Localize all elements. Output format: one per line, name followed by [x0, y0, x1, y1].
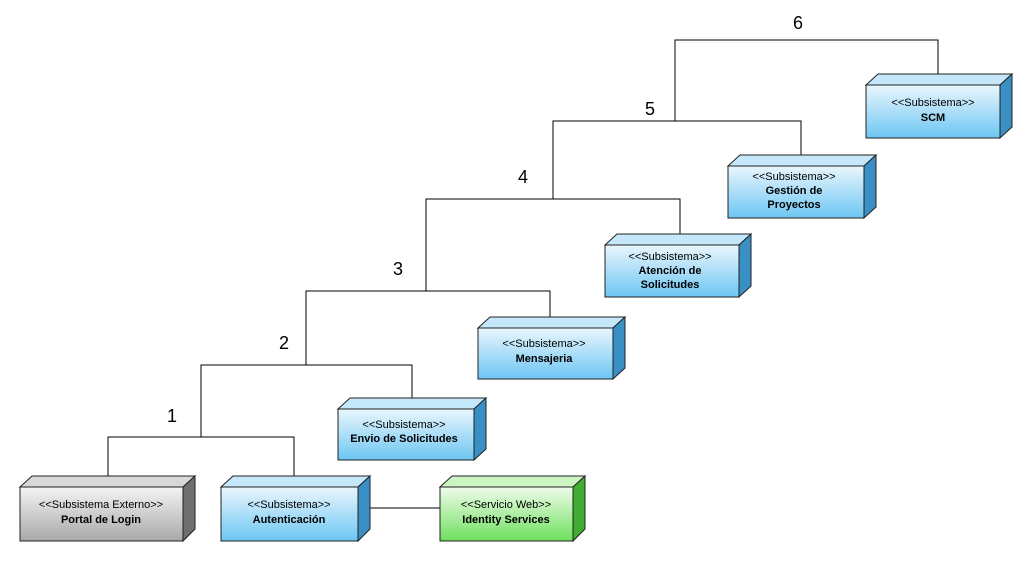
- connector-level-6: [674, 39, 939, 74]
- node-title: Identity Services: [462, 514, 549, 526]
- node-stereotype: <<Subsistema>>: [362, 419, 445, 431]
- node-stereotype: <<Subsistema>>: [628, 251, 711, 263]
- node-title: Envio de Solicitudes: [350, 433, 458, 445]
- level-label-1: 1: [167, 406, 177, 426]
- node-stereotype: <<Subsistema>>: [752, 171, 835, 183]
- node-atencion-solicitudes[interactable]: <<Subsistema>> Atención de Solicitudes: [603, 232, 753, 299]
- level-label-5: 5: [645, 99, 655, 119]
- node-title: Autenticación: [253, 514, 326, 526]
- level-label-6: 6: [793, 13, 803, 33]
- level-label-3: 3: [393, 259, 403, 279]
- node-mensajeria[interactable]: <<Subsistema>> Mensajeria: [476, 315, 627, 381]
- node-title-line-2: Proyectos: [767, 199, 820, 211]
- level-label-2: 2: [279, 333, 289, 353]
- node-title-line-1: Atención de: [639, 265, 702, 277]
- node-autenticacion[interactable]: <<Subsistema>> Autenticación: [219, 474, 372, 543]
- node-title: Mensajeria: [516, 353, 574, 365]
- node-gestion-proyectos[interactable]: <<Subsistema>> Gestión de Proyectos: [726, 153, 878, 220]
- node-portal-login[interactable]: <<Subsistema Externo>> Portal de Login: [18, 474, 197, 543]
- connector-level-3: [305, 250, 551, 320]
- node-title-line-1: Gestión de: [766, 185, 823, 197]
- level-label-4: 4: [518, 167, 528, 187]
- connector-level-2: [200, 320, 413, 401]
- node-stereotype: <<Subsistema Externo>>: [39, 499, 163, 511]
- node-stereotype: <<Subsistema>>: [502, 338, 585, 350]
- node-stereotype: <<Subsistema>>: [247, 499, 330, 511]
- node-identity-services[interactable]: <<Servicio Web>> Identity Services: [438, 474, 587, 543]
- connector-level-5: [552, 60, 802, 155]
- level-labels: 1 2 3 4 5 6: [167, 13, 803, 426]
- node-envio-solicitudes[interactable]: <<Subsistema>> Envio de Solicitudes: [336, 396, 488, 462]
- node-stereotype: <<Subsistema>>: [891, 97, 974, 109]
- node-title: Portal de Login: [61, 514, 141, 526]
- connectors: [107, 39, 939, 509]
- node-scm[interactable]: <<Subsistema>> SCM: [864, 72, 1014, 140]
- nodes: <<Subsistema Externo>> Portal de Login <…: [18, 72, 1014, 543]
- node-stereotype: <<Servicio Web>>: [461, 499, 551, 511]
- connector-level-4: [425, 148, 681, 250]
- node-title: SCM: [921, 112, 945, 124]
- node-title-line-2: Solicitudes: [641, 279, 700, 291]
- connector-level-1: [107, 401, 295, 476]
